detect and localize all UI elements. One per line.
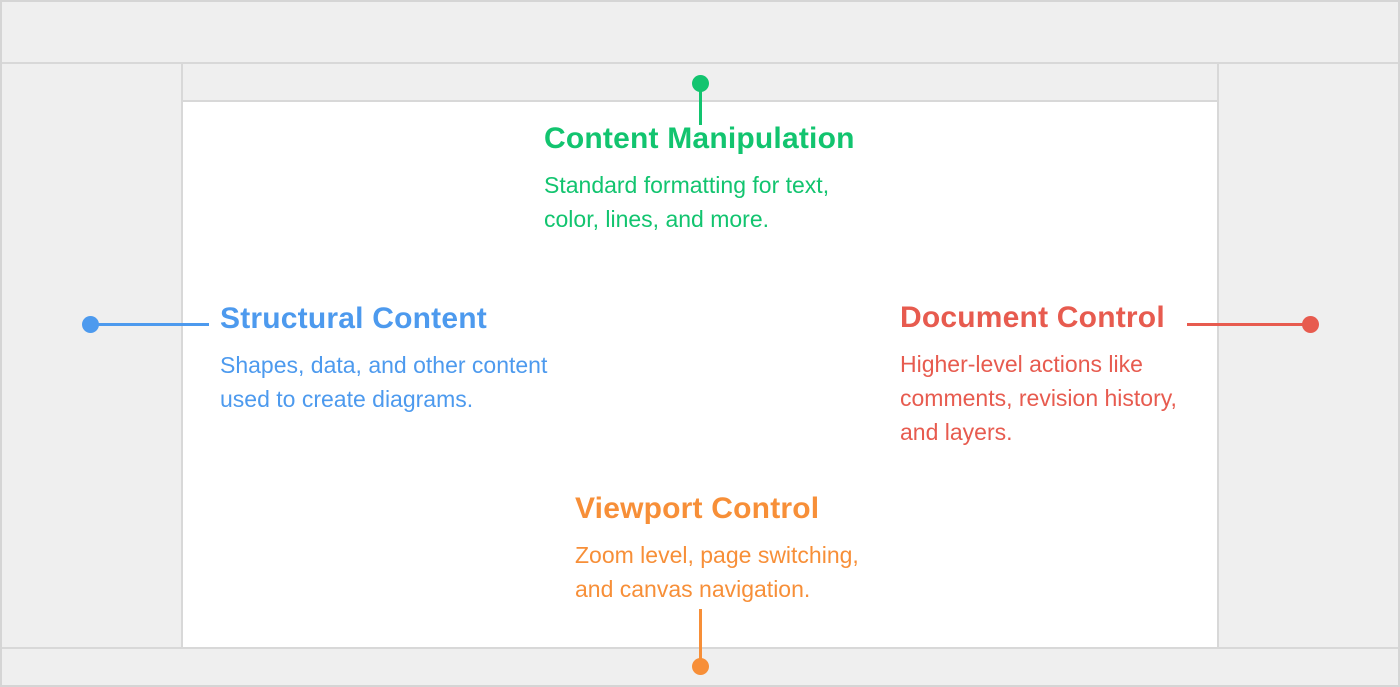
wireframe-right-panel [1217,64,1398,647]
callout-text-block: Viewport Control Zoom level, page switch… [575,490,955,606]
callout-description: Zoom level, page switching, and canvas n… [575,542,859,602]
callout-title: Content Manipulation [544,122,855,155]
wireframe-top-bar [2,2,1398,64]
callout-description: Higher-level actions like comments, revi… [900,351,1177,445]
callout-title: Document Control [900,301,1165,334]
callout-title: Viewport Control [575,492,820,525]
wireframe-left-panel [2,64,183,647]
connector-line-top [699,83,702,125]
callout-title: Structural Content [220,302,487,335]
connector-dot-bottom [692,658,709,675]
callout-description: Shapes, data, and other content used to … [220,352,548,412]
callout-description: Standard formatting for text, color, lin… [544,172,830,232]
connector-dot-right [1302,316,1319,333]
callout-text-block: Document Control Higher-level actions li… [900,299,1280,449]
callout-text-block: Content Manipulation Standard formatting… [544,120,924,236]
connector-line-right [1187,323,1310,326]
connector-line-left [90,323,209,326]
connector-line-bottom [699,609,702,666]
callout-text-block: Structural Content Shapes, data, and oth… [220,300,600,416]
